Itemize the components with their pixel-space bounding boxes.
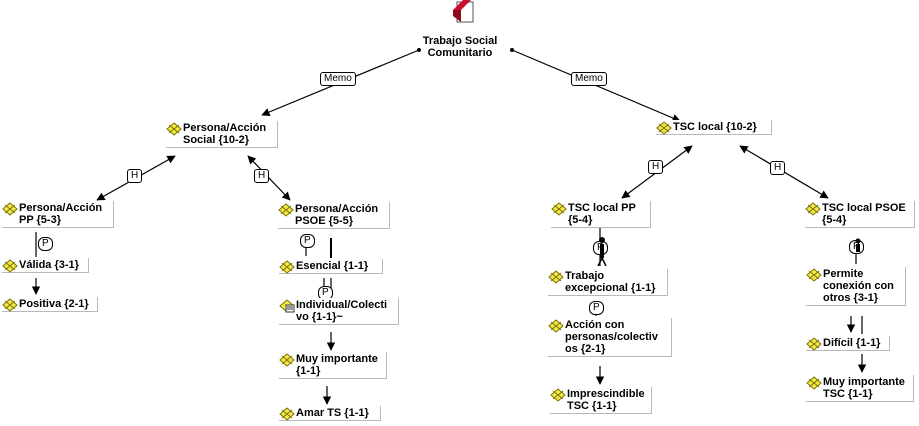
node-label: Difícil {1-1} <box>823 337 881 349</box>
code-icon <box>806 268 822 282</box>
document-icon <box>453 0 474 23</box>
node-tsc-local-psoe[interactable]: TSC local PSOE {5-4} <box>805 201 915 228</box>
node-label: TSC local {10-2} <box>673 121 757 133</box>
node-muy-importante-tsc[interactable]: Muy importante TSC {1-1} <box>806 375 914 402</box>
node-dificil[interactable]: Difícil {1-1} <box>806 336 890 351</box>
node-label: Esencial {1-1} <box>296 260 369 272</box>
p-label-valida: P <box>38 237 53 251</box>
node-accion-personas[interactable]: Acción con personas/colectiv os {2-1} <box>548 318 672 357</box>
code-icon <box>805 202 821 216</box>
node-label: Amar TS {1-1} <box>296 407 369 419</box>
memo-label-right: Memo <box>571 72 607 86</box>
node-individual-colectivo[interactable]: Individual/Colecti vo {1-1}~ <box>279 298 399 325</box>
node-permite-conexion[interactable]: Permite conexión con otros {3-1} <box>806 267 906 306</box>
person-icon <box>597 237 607 266</box>
h-label-tscpp: H <box>648 160 664 174</box>
root-title: Trabajo Social Comunitario <box>422 35 498 59</box>
node-persona-accion-psoe[interactable]: Persona/Acción PSOE {5-5} <box>278 202 390 229</box>
node-trabajo-excepcional[interactable]: Trabajo excepcional {1-1} <box>548 269 668 296</box>
node-imprescindible[interactable]: Imprescindible TSC {1-1} <box>550 387 652 414</box>
code-icon <box>806 337 822 351</box>
code-icon <box>548 270 564 284</box>
code-icon <box>279 407 295 421</box>
node-label: Imprescindible TSC {1-1} <box>567 388 645 412</box>
node-label: Individual/Colecti vo {1-1}~ <box>296 299 388 323</box>
node-label: Persona/Acción PP {5-3} <box>19 202 103 226</box>
node-label: Acción con personas/colectiv os {2-1} <box>565 319 658 355</box>
code-icon <box>551 202 567 216</box>
code-icon <box>279 353 295 367</box>
memo-label-left: Memo <box>320 72 356 86</box>
code-icon <box>2 298 18 312</box>
code-icon <box>656 121 672 135</box>
node-label: Permite conexión con otros {3-1} <box>823 268 894 304</box>
h-label-psoe: H <box>254 169 270 183</box>
node-tsc-local-pp[interactable]: TSC local PP {5-4} <box>551 201 651 228</box>
node-valida[interactable]: Válida {3-1} <box>2 258 89 273</box>
node-persona-accion-social[interactable]: Persona/Acción Social {10-2} <box>166 121 278 148</box>
memo-code-icon <box>279 299 295 313</box>
code-icon <box>278 203 294 217</box>
node-label: TSC local PSOE {5-4} <box>822 202 906 226</box>
code-icon <box>279 260 295 274</box>
node-muy-importante-1[interactable]: Muy importante {1-1} <box>279 352 387 379</box>
code-icon <box>550 388 566 402</box>
h-label-pp: H <box>127 169 143 183</box>
code-icon <box>548 319 564 333</box>
node-label: TSC local PP {5-4} <box>568 202 636 226</box>
node-label: Persona/Acción Social {10-2} <box>183 122 267 146</box>
node-esencial[interactable]: Esencial {1-1} <box>279 259 383 274</box>
node-tsc-local[interactable]: TSC local {10-2} <box>656 120 772 135</box>
h-label-tscpsoe: H <box>770 161 786 175</box>
code-icon <box>2 259 18 273</box>
node-label: Persona/Acción PSOE {5-5} <box>295 203 379 227</box>
node-persona-accion-pp[interactable]: Persona/Acción PP {5-3} <box>2 201 114 228</box>
code-icon <box>166 122 182 136</box>
node-positiva[interactable]: Positiva {2-1} <box>2 297 98 312</box>
p-label-esencial: P <box>300 234 315 248</box>
code-icon <box>2 202 18 216</box>
code-icon <box>806 376 822 390</box>
node-label: Muy importante {1-1} <box>296 353 378 377</box>
node-label: Muy importante TSC {1-1} <box>823 376 905 400</box>
node-label: Trabajo excepcional {1-1} <box>565 270 656 294</box>
node-label: Positiva {2-1} <box>19 298 89 310</box>
p-label-accion: P <box>589 301 604 315</box>
node-amar-ts[interactable]: Amar TS {1-1} <box>279 406 381 421</box>
person-icon <box>855 238 861 252</box>
node-label: Válida {3-1} <box>19 259 79 271</box>
